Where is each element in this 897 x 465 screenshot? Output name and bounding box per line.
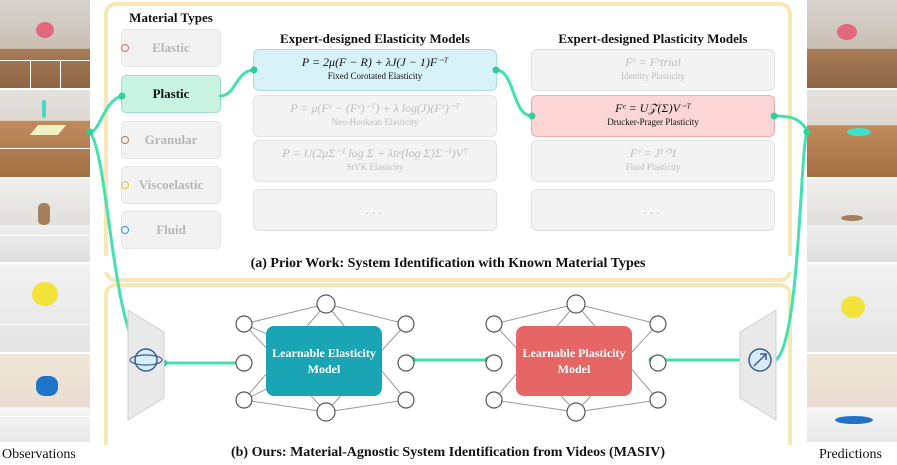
fluid-observation-image	[0, 354, 90, 442]
predictions-label: Predictions	[819, 447, 882, 462]
elasticity-model-more: ...	[254, 190, 496, 230]
ellipsis: ...	[643, 202, 663, 217]
ellipsis: ...	[365, 202, 385, 217]
fluid-prediction-image	[807, 354, 897, 442]
rocket-icon-glyph	[753, 353, 767, 367]
ours-panel	[104, 283, 792, 455]
elasticity-network-nodes	[235, 294, 415, 422]
material-label: Elastic	[152, 40, 190, 55]
model-equation: P = U(2μΣ⁻¹ log Σ + λtr(log Σ)Σ⁻¹)Vᵀ	[282, 146, 468, 160]
planet-ring	[129, 354, 163, 366]
granular-dot-icon	[121, 136, 129, 144]
material-label: Fluid	[156, 222, 186, 237]
obs-to-plastic-connector	[88, 94, 124, 134]
viscoelastic-prediction-image	[807, 264, 897, 352]
model-name: Neo-Hookean Elasticity	[331, 117, 419, 127]
elasticity-model-fixed-corotated: P = 2μ(F − R) + λJ(J − 1)F⁻ᵀ Fixed Corot…	[254, 50, 496, 90]
elastic-prediction-image	[807, 0, 897, 88]
elasticity-model-neo-hookean: P = μ(Fᵉ − (Fᵉ)⁻ᵀ) + λ log(J)(Fᵉ)⁻ᵀ Neo-…	[254, 96, 496, 136]
fluid-dot-icon	[121, 226, 129, 234]
model-equation: P = μ(Fᵉ − (Fᵉ)⁻ᵀ) + λ log(J)(Fᵉ)⁻ᵀ	[290, 101, 460, 115]
elastic-observation-image	[0, 0, 90, 88]
observation-images	[0, 0, 90, 442]
elasticity-models-title: Expert-designed Elasticity Models	[280, 31, 470, 46]
material-label: Viscoelastic	[138, 177, 204, 192]
material-elastic: Elastic	[121, 30, 220, 66]
plasticity-model-fluid: Fᵉ = J¹ᐟ³I Fluid Plasticity	[532, 141, 774, 181]
plasticity-model-identity: Fᵉ = Fᵉtrial Identity Plasticity	[532, 50, 774, 90]
viscoelastic-observation-image	[0, 264, 90, 352]
ours-caption: (b) Ours: Material-Agnostic System Ident…	[104, 445, 792, 461]
model-name: Fluid Plasticity	[625, 162, 681, 172]
learnable-elasticity-model-box: Learnable Elasticity Model	[266, 326, 382, 396]
model-equation: Fᵉ = U𝒵(Σ)V⁻ᵀ	[615, 101, 691, 115]
plastic-to-elasticity-connector	[218, 68, 256, 98]
viscoelastic-dot-icon	[121, 181, 129, 189]
observations-label: Observations	[2, 447, 76, 462]
plasticity-model-more: ...	[532, 190, 774, 230]
prior-work-caption: (a) Prior Work: System Identification wi…	[104, 256, 792, 272]
material-label: Plastic	[152, 86, 190, 101]
material-viscoelastic: Viscoelastic	[121, 167, 220, 203]
elastic-dot-icon	[121, 44, 129, 52]
planet-icon	[134, 348, 158, 372]
model-name: Fixed Corotated Elasticity	[327, 71, 423, 81]
plastic-prediction-image	[807, 90, 897, 177]
granular-observation-image	[0, 179, 90, 262]
model-name: StVK Elasticity	[346, 162, 404, 172]
learnable-plasticity-model-box: Learnable Plasticity Model	[516, 326, 632, 396]
model-name: Identity Plasticity	[621, 71, 685, 81]
material-label: Granular	[144, 132, 198, 147]
model-equation: P = 2μ(F − R) + λJ(J − 1)F⁻ᵀ	[301, 55, 449, 69]
model-equation: Fᵉ = J¹ᐟ³I	[629, 146, 677, 160]
plastic-observation-image	[0, 90, 90, 177]
plasticity-to-prediction-connector	[772, 114, 809, 132]
decoder-to-prediction-connector	[774, 130, 809, 362]
prediction-images	[807, 0, 897, 442]
plasticity-network-nodes	[485, 294, 667, 422]
model-equation: Fᵉ = Fᵉtrial	[625, 55, 681, 69]
material-plastic: Plastic	[122, 76, 220, 112]
plasticity-model-drucker-prager: Fᵉ = U𝒵(Σ)V⁻ᵀ Drucker-Prager Plasticity	[532, 96, 774, 136]
elasticity-to-plasticity-connector	[494, 68, 534, 118]
material-granular: Granular	[121, 122, 220, 158]
plasticity-models-title: Expert-designed Plasticity Models	[558, 31, 748, 46]
granular-prediction-image	[807, 179, 897, 262]
elasticity-model-stvk: P = U(2μΣ⁻¹ log Σ + λtr(log Σ)Σ⁻¹)Vᵀ StV…	[254, 141, 496, 181]
material-fluid: Fluid	[121, 212, 220, 248]
material-types-title: Material Types	[129, 10, 213, 25]
model-name: Drucker-Prager Plasticity	[607, 117, 699, 127]
